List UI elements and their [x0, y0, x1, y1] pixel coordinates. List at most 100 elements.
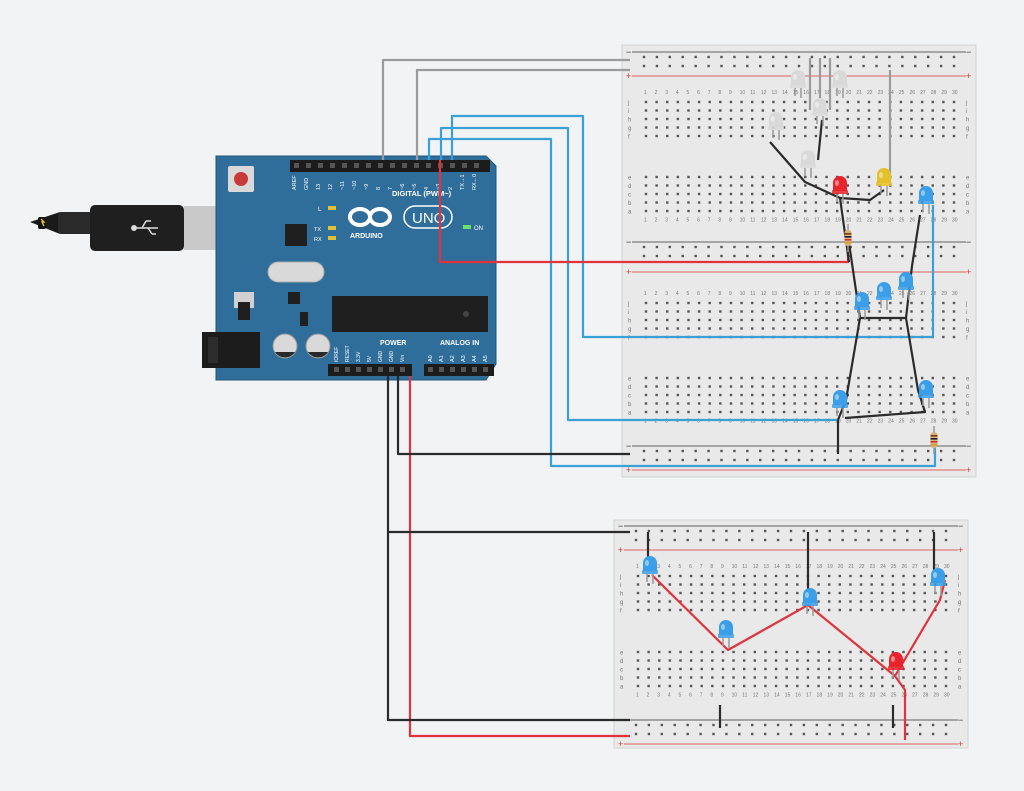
breadboard-hole[interactable] — [881, 591, 884, 595]
rail-hole[interactable] — [802, 529, 806, 533]
breadboard-hole[interactable] — [912, 659, 916, 662]
breadboard-hole[interactable] — [761, 109, 765, 112]
rail-hole[interactable] — [841, 723, 844, 727]
breadboard-hole[interactable] — [761, 100, 765, 104]
breadboard-hole[interactable] — [838, 574, 841, 578]
breadboard-hole[interactable] — [891, 600, 895, 603]
breadboard-hole[interactable] — [846, 327, 849, 330]
rail-hole[interactable] — [888, 458, 891, 462]
rail-hole[interactable] — [673, 732, 676, 736]
rail-hole[interactable] — [906, 732, 909, 736]
breadboard-hole[interactable] — [942, 126, 945, 129]
breadboard-hole[interactable] — [817, 667, 820, 671]
breadboard-hole[interactable] — [708, 318, 711, 322]
breadboard-hole[interactable] — [658, 600, 661, 603]
rail-hole[interactable] — [707, 254, 710, 258]
breadboard-hole[interactable] — [889, 310, 892, 313]
breadboard-hole[interactable] — [740, 109, 743, 112]
breadboard-hole[interactable] — [647, 583, 650, 586]
breadboard-hole[interactable] — [878, 201, 881, 204]
rail-hole[interactable] — [854, 732, 857, 736]
rail-hole[interactable] — [712, 723, 715, 727]
rail-hole[interactable] — [763, 529, 767, 533]
breadboard-hole[interactable] — [732, 667, 735, 671]
rail-hole[interactable] — [733, 458, 736, 462]
breadboard-hole[interactable] — [814, 385, 818, 388]
breadboard-hole[interactable] — [920, 184, 924, 187]
breadboard-hole[interactable] — [753, 659, 757, 662]
rail-hole[interactable] — [914, 458, 917, 462]
breadboard-hole[interactable] — [743, 583, 746, 586]
breadboard-hole[interactable] — [761, 327, 765, 330]
breadboard-hole[interactable] — [782, 134, 786, 138]
breadboard-hole[interactable] — [774, 600, 778, 603]
breadboard-hole[interactable] — [644, 109, 648, 112]
breadboard-hole[interactable] — [899, 192, 903, 196]
rail-hole[interactable] — [720, 458, 723, 462]
rail-hole[interactable] — [893, 538, 896, 542]
breadboard-hole[interactable] — [697, 134, 701, 138]
rail-hole[interactable] — [939, 449, 943, 453]
breadboard-hole[interactable] — [878, 376, 881, 380]
rail-hole[interactable] — [660, 538, 664, 542]
rail-hole[interactable] — [952, 64, 956, 68]
breadboard-hole[interactable] — [942, 184, 945, 187]
breadboard-hole[interactable] — [952, 100, 956, 104]
breadboard-hole[interactable] — [751, 376, 754, 380]
breadboard-hole[interactable] — [931, 402, 934, 405]
rail-hole[interactable] — [668, 449, 672, 453]
rail-hole[interactable] — [776, 723, 780, 727]
rail-hole[interactable] — [707, 245, 710, 249]
led-blue[interactable] — [918, 186, 934, 214]
breadboard-hole[interactable] — [729, 175, 733, 179]
rail-hole[interactable] — [681, 458, 684, 462]
rail-hole[interactable] — [939, 245, 943, 249]
breadboard-hole[interactable] — [700, 583, 703, 586]
breadboard-hole[interactable] — [806, 667, 810, 671]
breadboard-hole[interactable] — [942, 134, 945, 138]
analog-pin[interactable] — [439, 367, 444, 372]
rail-hole[interactable] — [823, 64, 827, 68]
breadboard-hole[interactable] — [751, 385, 754, 388]
rail-hole[interactable] — [784, 458, 788, 462]
breadboard-hole[interactable] — [782, 385, 786, 388]
rail-hole[interactable] — [699, 723, 702, 727]
breadboard-hole[interactable] — [655, 393, 658, 397]
breadboard-hole[interactable] — [647, 667, 650, 671]
breadboard-hole[interactable] — [658, 667, 661, 671]
breadboard-hole[interactable] — [912, 583, 916, 586]
rail-hole[interactable] — [836, 245, 839, 249]
breadboard-hole[interactable] — [751, 184, 754, 187]
breadboard-hole[interactable] — [923, 659, 926, 662]
rail-hole[interactable] — [810, 55, 814, 59]
breadboard-hole[interactable] — [920, 376, 924, 380]
rail-hole[interactable] — [694, 55, 697, 59]
breadboard-hole[interactable] — [899, 134, 903, 138]
rail-hole[interactable] — [888, 55, 891, 59]
rail-hole[interactable] — [789, 538, 793, 542]
breadboard-hole[interactable] — [825, 126, 828, 129]
breadboard-hole[interactable] — [846, 184, 849, 187]
breadboard-hole[interactable] — [687, 109, 690, 112]
rail-hole[interactable] — [789, 732, 793, 736]
rail-hole[interactable] — [699, 538, 702, 542]
breadboard-hole[interactable] — [740, 134, 743, 138]
breadboard-hole[interactable] — [697, 117, 701, 121]
wire-blue-1[interactable] — [450, 114, 935, 339]
breadboard-hole[interactable] — [942, 117, 945, 121]
breadboard-hole[interactable] — [764, 667, 767, 671]
breadboard-hole[interactable] — [785, 676, 788, 679]
breadboard-hole[interactable] — [668, 583, 672, 586]
digital-pin[interactable] — [390, 163, 395, 168]
breadboard-hole[interactable] — [899, 310, 903, 313]
breadboard-hole[interactable] — [849, 650, 852, 654]
breadboard-hole[interactable] — [689, 591, 693, 595]
rail-hole[interactable] — [733, 449, 736, 453]
breadboard-hole[interactable] — [687, 376, 690, 380]
breadboard-hole[interactable] — [644, 134, 648, 138]
breadboard-hole[interactable] — [732, 608, 735, 612]
breadboard-hole[interactable] — [806, 676, 810, 679]
breadboard-hole[interactable] — [817, 684, 820, 688]
breadboard-hole[interactable] — [761, 209, 765, 213]
breadboard-hole[interactable] — [793, 201, 796, 204]
